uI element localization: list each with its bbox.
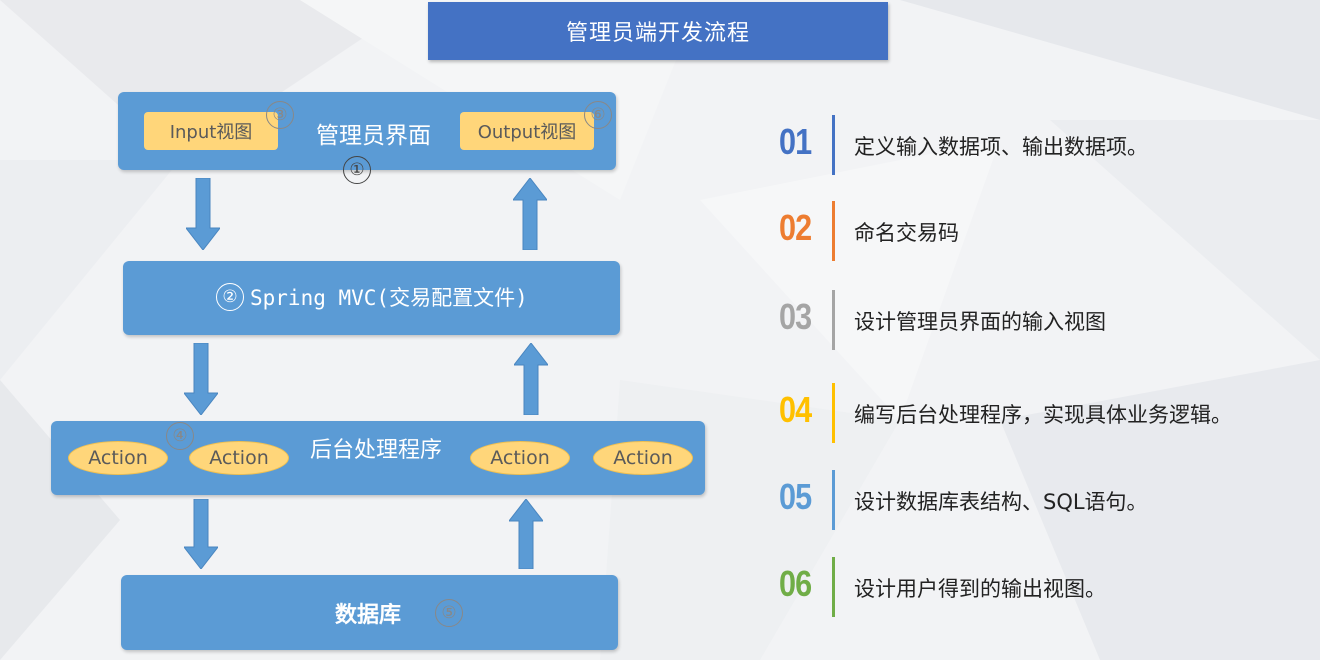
marker-1: ① [343, 156, 371, 184]
step-divider-2 [832, 201, 835, 261]
marker-3: ③ [266, 101, 294, 129]
up-arrow-3 [509, 499, 543, 569]
page-title: 管理员端开发流程 [428, 2, 888, 60]
step-number-1: 01 [779, 121, 812, 162]
step-text-1: 定义输入数据项、输出数据项。 [854, 135, 1148, 159]
spring-mvc-label: Spring MVC(交易配置文件) [250, 286, 528, 310]
step-text-3: 设计管理员界面的输入视图 [854, 310, 1106, 334]
input-view-box: Input视图 [144, 112, 278, 150]
admin-ui-label: 管理员界面 [316, 123, 431, 149]
step-divider-3 [832, 290, 835, 350]
step-text-5: 设计数据库表结构、SQL语句。 [854, 490, 1148, 514]
down-arrow-3 [184, 499, 218, 569]
database-label: 数据库 [335, 603, 402, 628]
step-divider-1 [832, 115, 835, 175]
action-pill-3: Action [470, 441, 570, 475]
step-divider-5 [832, 470, 835, 530]
down-arrow-1 [186, 178, 220, 250]
step-divider-4 [832, 383, 835, 443]
step-number-5: 05 [779, 476, 812, 517]
down-arrow-2 [184, 343, 218, 415]
step-divider-6 [832, 557, 835, 617]
backend-label: 后台处理程序 [310, 438, 443, 463]
marker-5: ⑤ [435, 599, 463, 627]
database-block [121, 575, 618, 650]
step-text-4: 编写后台处理程序，实现具体业务逻辑。 [854, 403, 1232, 427]
step-number-4: 04 [779, 389, 812, 430]
action-pill-1: Action [68, 441, 168, 475]
step-number-2: 02 [779, 207, 812, 248]
step-number-3: 03 [779, 296, 812, 337]
up-arrow-2 [514, 343, 548, 415]
up-arrow-1 [513, 178, 547, 250]
spring-mvc-block [123, 261, 620, 335]
step-text-6: 设计用户得到的输出视图。 [854, 577, 1106, 601]
marker-4: ④ [166, 422, 194, 450]
action-pill-2: Action [189, 441, 289, 475]
output-view-box: Output视图 [460, 112, 594, 150]
step-number-6: 06 [779, 563, 812, 604]
marker-2: ② [216, 283, 244, 311]
step-text-2: 命名交易码 [854, 221, 959, 245]
action-pill-4: Action [593, 441, 693, 475]
marker-6: ⑥ [584, 101, 612, 129]
